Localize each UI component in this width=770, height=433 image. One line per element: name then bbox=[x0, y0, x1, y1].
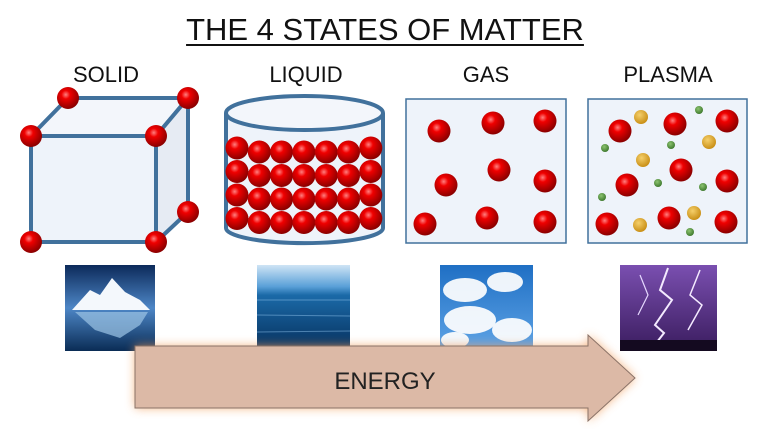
gas-particles bbox=[413, 109, 557, 236]
particle bbox=[314, 164, 338, 187]
particle bbox=[359, 183, 383, 207]
particle bbox=[434, 173, 458, 197]
particle bbox=[247, 187, 271, 211]
particle bbox=[657, 206, 681, 230]
electron-particle bbox=[695, 106, 703, 114]
lightning-photo bbox=[620, 265, 717, 352]
energy-arrow bbox=[134, 333, 636, 423]
particle bbox=[225, 136, 249, 160]
particle bbox=[715, 109, 739, 133]
particle bbox=[270, 140, 294, 164]
particle bbox=[292, 187, 316, 211]
particle bbox=[57, 87, 79, 109]
particle bbox=[177, 87, 199, 109]
clouds-photo bbox=[440, 265, 533, 351]
electron-particle bbox=[654, 179, 662, 187]
particle bbox=[292, 164, 316, 187]
electron-particle bbox=[699, 183, 707, 191]
particle bbox=[292, 140, 316, 164]
liquid-particles bbox=[225, 136, 383, 234]
particle bbox=[177, 201, 199, 223]
ion-particle bbox=[633, 218, 647, 232]
particle bbox=[337, 187, 360, 211]
particle bbox=[225, 160, 249, 183]
particle bbox=[337, 140, 360, 164]
solid-particles bbox=[20, 87, 199, 253]
particle bbox=[533, 169, 557, 193]
particle bbox=[225, 183, 249, 207]
particle bbox=[314, 211, 338, 234]
particle bbox=[663, 112, 687, 136]
ion-particle bbox=[636, 153, 650, 167]
electron-particle bbox=[667, 141, 675, 149]
particle bbox=[359, 207, 383, 230]
particle bbox=[595, 212, 619, 236]
particle bbox=[314, 140, 338, 164]
particle bbox=[427, 119, 451, 143]
particle bbox=[145, 231, 167, 253]
particle bbox=[247, 140, 271, 164]
electron-particle bbox=[686, 228, 694, 236]
particle bbox=[225, 207, 249, 230]
particle bbox=[314, 187, 338, 211]
label-gas: GAS bbox=[462, 62, 510, 87]
particle bbox=[533, 210, 557, 234]
particle bbox=[270, 187, 294, 211]
particle bbox=[145, 125, 167, 147]
particle bbox=[247, 164, 271, 187]
particle bbox=[608, 119, 632, 143]
solid-cube bbox=[29, 96, 190, 244]
label-liquid: LIQUID bbox=[269, 62, 343, 87]
particle bbox=[533, 109, 557, 133]
energy-label: ENERGY bbox=[334, 368, 436, 395]
ion-particle bbox=[634, 110, 648, 124]
particle bbox=[481, 111, 505, 135]
particle bbox=[714, 210, 738, 234]
particle bbox=[337, 211, 360, 234]
ion-particle bbox=[687, 206, 701, 220]
electron-particle bbox=[598, 193, 606, 201]
electron-particle bbox=[601, 144, 609, 152]
ion-particle bbox=[702, 135, 716, 149]
particle bbox=[487, 158, 511, 182]
particle bbox=[615, 173, 639, 197]
particle bbox=[669, 158, 693, 182]
particle bbox=[337, 164, 360, 187]
particle bbox=[292, 211, 316, 234]
particle bbox=[715, 169, 739, 193]
particle bbox=[20, 125, 42, 147]
label-solid: SOLID bbox=[72, 62, 140, 87]
particle bbox=[270, 164, 294, 187]
particle bbox=[247, 211, 271, 234]
label-plasma: PLASMA bbox=[623, 62, 713, 87]
particle bbox=[359, 136, 383, 160]
particle bbox=[413, 212, 437, 236]
ocean-photo bbox=[256, 265, 351, 351]
iceberg-photo bbox=[65, 265, 155, 351]
particle bbox=[270, 211, 294, 234]
particle bbox=[20, 231, 42, 253]
diagram-title: THE 4 STATES OF MATTER bbox=[186, 12, 584, 47]
plasma-particles bbox=[595, 106, 739, 236]
particle bbox=[359, 160, 383, 183]
particle bbox=[475, 206, 499, 230]
